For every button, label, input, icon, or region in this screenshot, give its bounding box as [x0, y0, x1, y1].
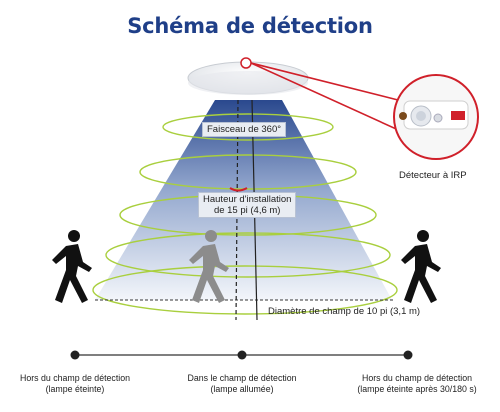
caption-outside-off: Hors du champ de détection (lampe éteint…	[0, 373, 155, 395]
caption-3-line2: (lampe éteinte après 30/180 s)	[357, 384, 477, 394]
ring-5	[92, 265, 398, 315]
height-angle-arc	[229, 187, 248, 192]
ring-1	[162, 113, 334, 141]
caption-2-line1: Dans le champ de détection	[187, 373, 297, 383]
ring-2	[139, 154, 357, 190]
detection-rings	[92, 113, 398, 315]
caption-2-line2: (lampe allumée)	[210, 384, 274, 394]
caption-1-line2: (lampe éteinte)	[45, 384, 105, 394]
timeline-dot-2	[237, 350, 247, 360]
ceiling-lamp-icon	[187, 57, 309, 95]
beam-label: Faisceau de 360°	[202, 122, 287, 137]
page-title: Schéma de détection	[127, 14, 373, 38]
caption-inside-on: Dans le champ de détection (lampe allumé…	[162, 373, 322, 395]
height-label: Hauteur d'installation de 15 pi (4,6 m)	[198, 192, 297, 218]
timeline-dot-1	[70, 350, 80, 360]
walking-person-center	[189, 230, 229, 303]
ring-4	[105, 232, 391, 278]
detector-label: Détecteur à IRP	[399, 170, 467, 181]
caption-outside-delay: Hors du champ de détection (lampe éteint…	[334, 373, 500, 395]
pir-sensor-icon	[393, 74, 479, 160]
callout-line	[250, 62, 399, 101]
walking-person-left	[52, 230, 92, 303]
height-label-line2: de 15 pi (4,6 m)	[213, 205, 281, 216]
caption-1-line1: Hors du champ de détection	[19, 373, 131, 383]
walking-person-right	[401, 230, 441, 303]
diameter-label: Diamètre de champ de 10 pi (3,1 m)	[268, 306, 421, 317]
height-label-line1: Hauteur d'installation	[203, 194, 292, 205]
caption-3-line1: Hors du champ de détection	[361, 373, 473, 383]
timeline-dot-3	[403, 350, 413, 360]
